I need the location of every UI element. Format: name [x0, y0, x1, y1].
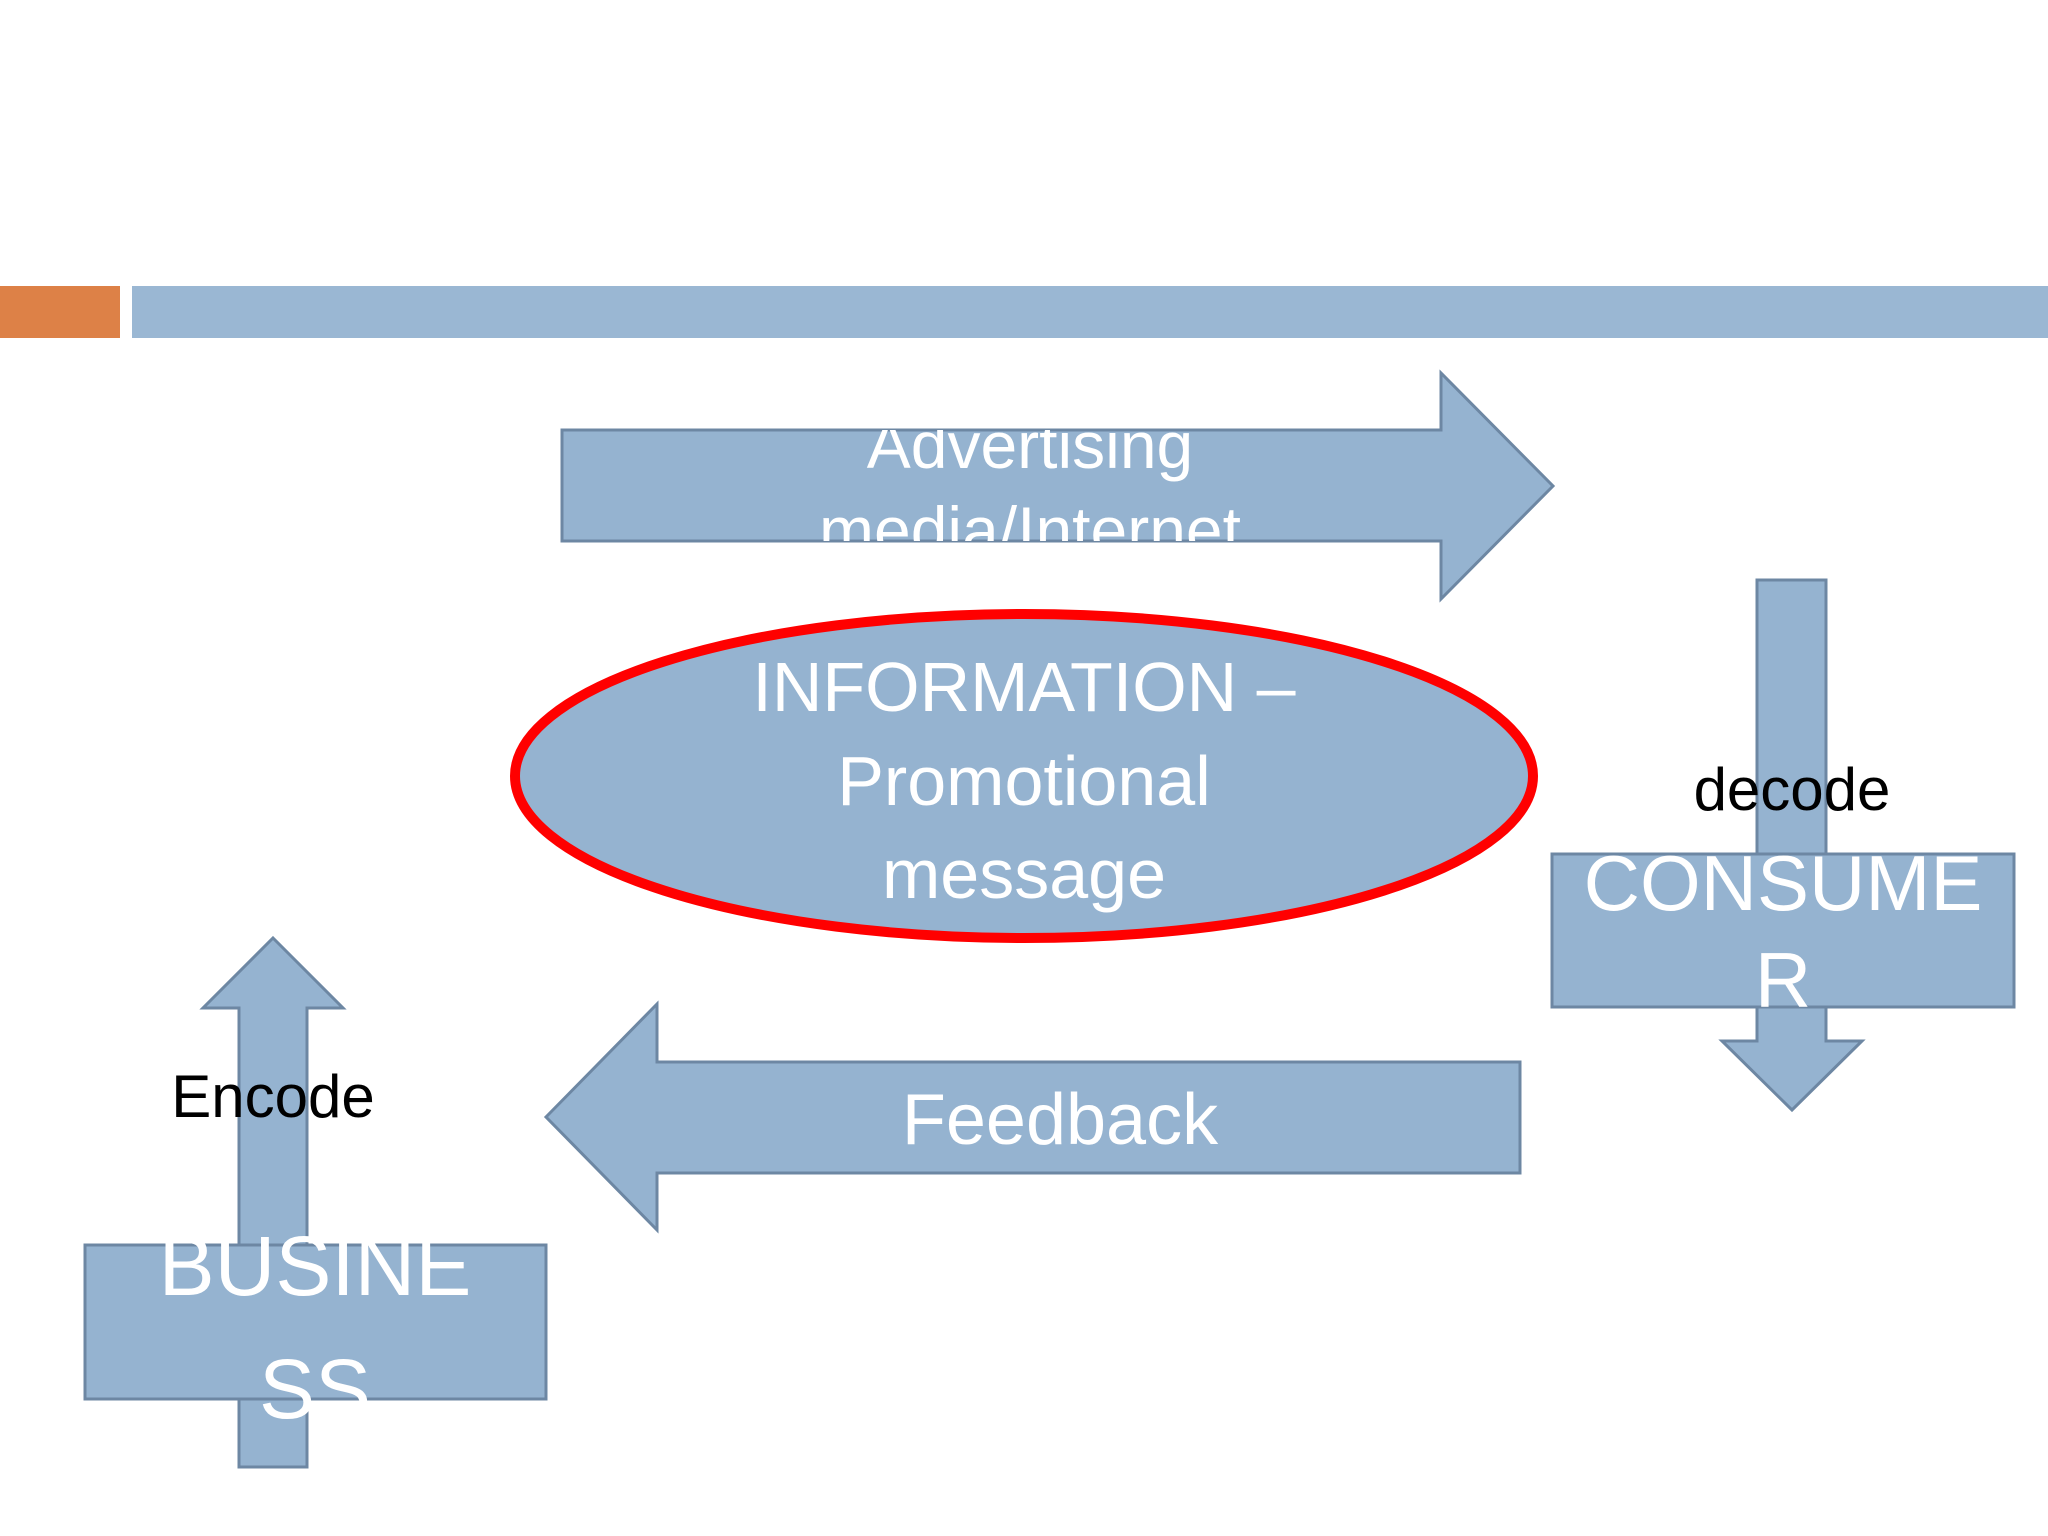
business-box: BUSINE SS: [83, 1219, 548, 1436]
information-ellipse: INFORMATION – Promotional message: [510, 609, 1538, 943]
feedback-label: Feedback: [902, 1080, 1219, 1160]
encode-arrow: Encode: [171, 935, 375, 1469]
encode-label: Encode: [171, 1063, 375, 1130]
consumer-label-line2: R: [1755, 936, 1811, 1024]
media-arrow-label-line1: Advertising: [867, 408, 1194, 482]
decode-label: decode: [1694, 756, 1891, 823]
advertising-media-arrow: Advertising media/Internet: [560, 369, 1556, 603]
business-box-shape: [83, 1243, 548, 1401]
information-label-line1: INFORMATION –: [752, 648, 1295, 726]
consumer-box: CONSUME R: [1550, 839, 2016, 1024]
header-accent-orange: [0, 286, 120, 338]
information-label-line2: Promotional: [837, 742, 1211, 820]
header-accent-blue-bar: [132, 286, 2048, 338]
information-label-line3: message: [882, 835, 1166, 913]
up-arrow-shape: [199, 935, 347, 1469]
left-arrow-shape: [543, 1000, 1522, 1234]
information-ellipse-shape: [510, 609, 1538, 943]
consumer-box-shape: [1550, 852, 2016, 1009]
media-arrow-label-line2: media/Internet: [819, 493, 1241, 567]
consumer-label-line1: CONSUME: [1584, 839, 1983, 927]
feedback-arrow: Feedback: [543, 1000, 1522, 1234]
right-arrow-shape: [560, 369, 1556, 603]
business-label-line1: BUSINE: [159, 1219, 472, 1313]
business-label-line2: SS: [259, 1342, 371, 1436]
